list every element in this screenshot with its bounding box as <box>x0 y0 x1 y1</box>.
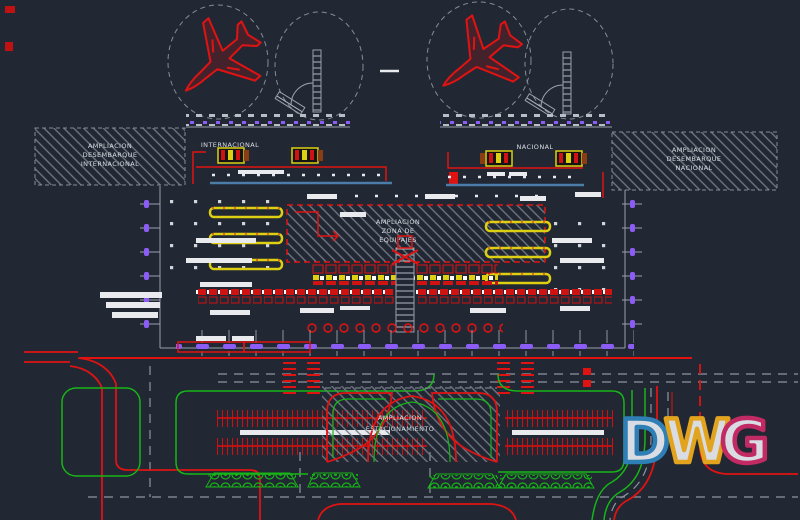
zone-label: AMPLIACION <box>672 146 716 154</box>
zone-label: DESEMBARQUE <box>83 151 138 159</box>
dwg-watermark: D W G <box>618 405 772 480</box>
watermark-letter-g: G <box>720 407 770 477</box>
central-core <box>391 235 419 333</box>
airplane-icon <box>442 14 524 87</box>
zone-label: AMPLIACION <box>88 142 132 150</box>
floor-fixtures <box>100 194 604 318</box>
expansion-baggage-zone: AMPLIACION ZONA DE EQUIPAJES <box>286 204 546 263</box>
zone-label: ESTACIONAMIENTO <box>366 425 435 433</box>
zone-label: AMPLIACION <box>376 218 420 226</box>
concourse-edge-rows <box>186 114 612 128</box>
parking-lot-west <box>61 387 141 477</box>
checkin-counters <box>196 264 612 304</box>
jet-bridge-icon <box>274 49 322 116</box>
expansion-intl-disembark: AMPLIACION DESEMBARQUE INTERNACIONAL <box>34 127 186 186</box>
national-label: NACIONAL <box>517 143 554 151</box>
zone-label: ZONA DE <box>382 227 415 235</box>
expansion-natl-disembark: AMPLIACION DESEMBARQUE NACIONAL <box>611 131 778 191</box>
parking-lot-right <box>497 373 625 473</box>
zone-label: INTERNACIONAL <box>81 160 139 168</box>
crosswalks <box>283 360 534 394</box>
zone-label: AMPLIACION <box>378 414 422 422</box>
zone-label: DESEMBARQUE <box>667 155 722 163</box>
international-concourse: INTERNACIONAL <box>192 141 392 185</box>
international-label: INTERNACIONAL <box>201 141 259 149</box>
airplane-icon <box>184 17 262 92</box>
right-dimension-ticks <box>622 196 642 344</box>
watermark-letter-w: W <box>664 407 731 477</box>
gate-seating-clusters <box>217 147 587 167</box>
facade-canopy <box>80 336 692 359</box>
expansion-parking: AMPLIACION ESTACIONAMIENTO <box>322 386 500 463</box>
hedge-strips <box>205 472 595 489</box>
national-concourse: NACIONAL <box>446 143 604 198</box>
column-grid <box>548 205 620 290</box>
left-dimension-ticks <box>140 192 160 342</box>
zone-label: NACIONAL <box>676 164 713 172</box>
stray-marks <box>5 6 15 51</box>
watermark-letter-d: D <box>620 407 670 477</box>
